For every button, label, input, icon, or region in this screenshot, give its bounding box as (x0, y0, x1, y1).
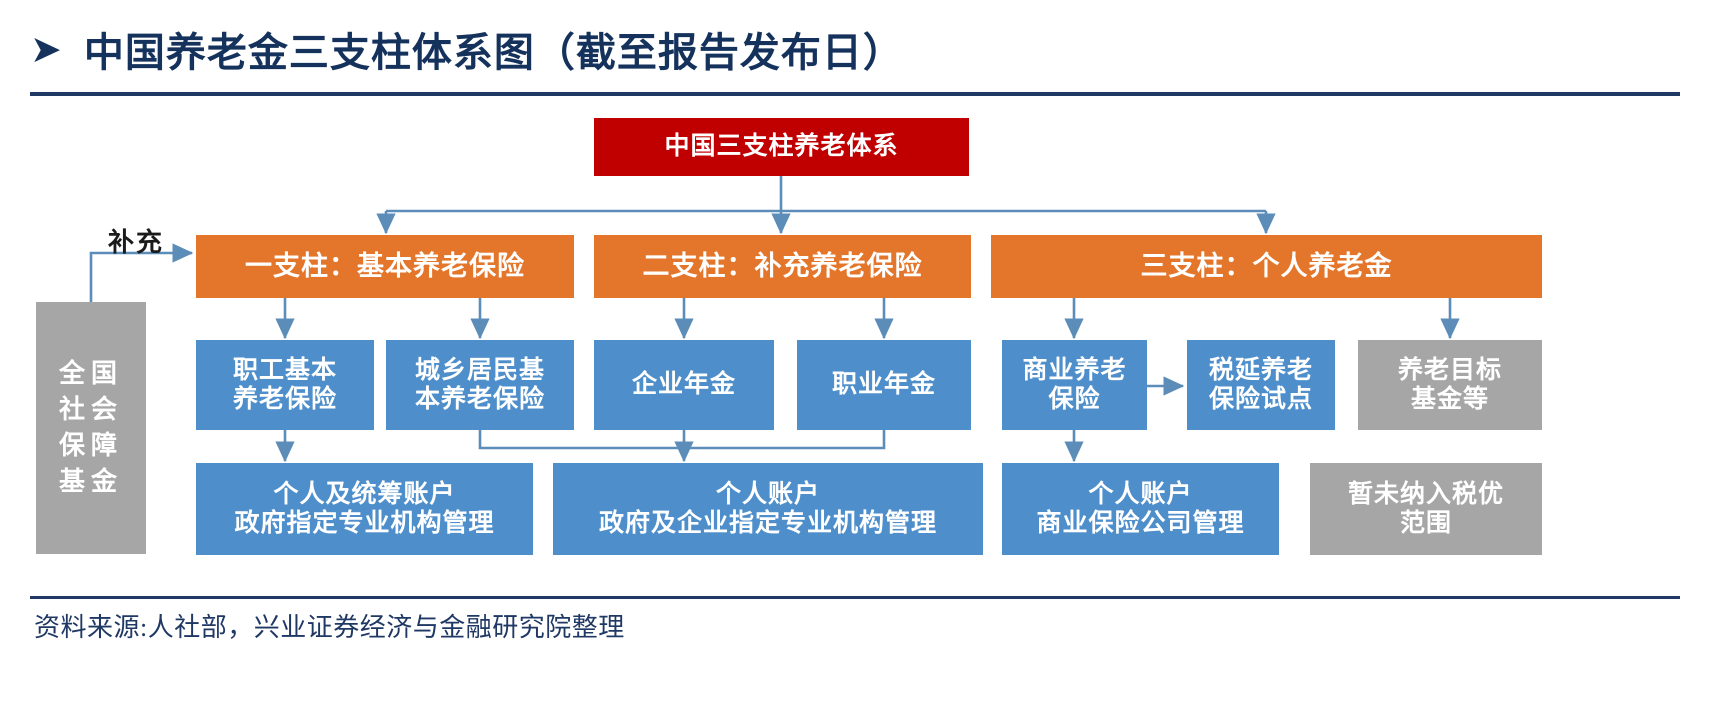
node-account-individual-and-pooled[interactable]: 个人及统筹账户 政府指定专业机构管理 (196, 463, 533, 555)
node-occupational-annuity[interactable]: 职业年金 (797, 340, 971, 430)
node-label-line: 社会 (58, 395, 123, 425)
node-label: 中国三支柱养老体系 (664, 133, 899, 161)
node-commercial-pension-insurance[interactable]: 商业养老 保险 (1002, 340, 1147, 430)
node-worker-basic-pension[interactable]: 职工基本 养老保险 (196, 340, 374, 430)
node-enterprise-annuity[interactable]: 企业年金 (594, 340, 774, 430)
supplement-label: 补充 (108, 228, 165, 257)
node-label-line: 商业保险公司管理 (1036, 510, 1245, 537)
node-resident-basic-pension[interactable]: 城乡居民基 本养老保险 (386, 340, 574, 430)
node-label-line: 保障 (58, 431, 123, 460)
page-header: ➤ 中国养老金三支柱体系图（截至报告发布日） (30, 18, 1680, 96)
node-label-line: 政府指定专业机构管理 (234, 510, 495, 537)
node-label-line: 基金等 (1410, 386, 1489, 413)
node-pillar-1[interactable]: 一支柱：基本养老保险 (196, 235, 574, 298)
node-label-line: 城乡居民基 (414, 356, 545, 384)
node-label-line: 个人及统筹账户 (273, 480, 456, 508)
node-label-line: 职业年金 (831, 371, 936, 399)
node-label: 一支柱：基本养老保险 (245, 250, 525, 281)
node-label-line: 政府及企业指定专业机构管理 (598, 510, 937, 537)
node-label-line: 个人账户 (715, 480, 820, 508)
page-title: 中国养老金三支柱体系图（截至报告发布日） (83, 30, 904, 75)
node-national-social-security-fund[interactable]: 全国 社会 保障 基金 (36, 302, 146, 554)
node-label-line: 税延养老 (1208, 356, 1313, 384)
node-not-yet-tax-favored[interactable]: 暂未纳入税优 范围 (1310, 463, 1542, 555)
node-label: 二支柱：补充养老保险 (642, 250, 923, 281)
header-divider (30, 92, 1680, 96)
source-note: 资料来源:人社部，兴业证券经济与金融研究院整理 (34, 613, 625, 642)
node-label-line: 保险 (1048, 386, 1101, 413)
node-label-line: 养老目标 (1397, 356, 1502, 384)
node-label-line: 保险试点 (1208, 386, 1313, 413)
node-label-line: 暂未纳入税优 (1347, 480, 1504, 508)
node-pillar-2[interactable]: 二支柱：补充养老保险 (594, 235, 971, 298)
node-pillar-3[interactable]: 三支柱：个人养老金 (991, 235, 1542, 298)
node-label-line: 全国 (58, 359, 123, 389)
node-tax-deferred-pilot[interactable]: 税延养老 保险试点 (1187, 340, 1335, 430)
node-label-line: 个人账户 (1088, 480, 1193, 508)
node-account-individual-gov-ent[interactable]: 个人账户 政府及企业指定专业机构管理 (553, 463, 983, 555)
node-label-line: 基金 (58, 466, 123, 496)
node-label: 三支柱：个人养老金 (1140, 250, 1393, 281)
node-label-line: 职工基本 (232, 356, 337, 384)
node-account-individual-insurer[interactable]: 个人账户 商业保险公司管理 (1002, 463, 1279, 555)
node-root-system[interactable]: 中国三支柱养老体系 (594, 118, 969, 176)
footer-divider (30, 596, 1680, 599)
node-label-line: 范围 (1399, 510, 1452, 537)
node-label-line: 养老保险 (232, 386, 337, 413)
triangle-right-icon: ➤ (30, 27, 62, 71)
node-label-line: 商业养老 (1022, 356, 1127, 384)
node-pension-target-fund[interactable]: 养老目标 基金等 (1358, 340, 1542, 430)
node-label-line: 企业年金 (631, 371, 736, 399)
node-label-line: 本养老保险 (414, 386, 545, 413)
